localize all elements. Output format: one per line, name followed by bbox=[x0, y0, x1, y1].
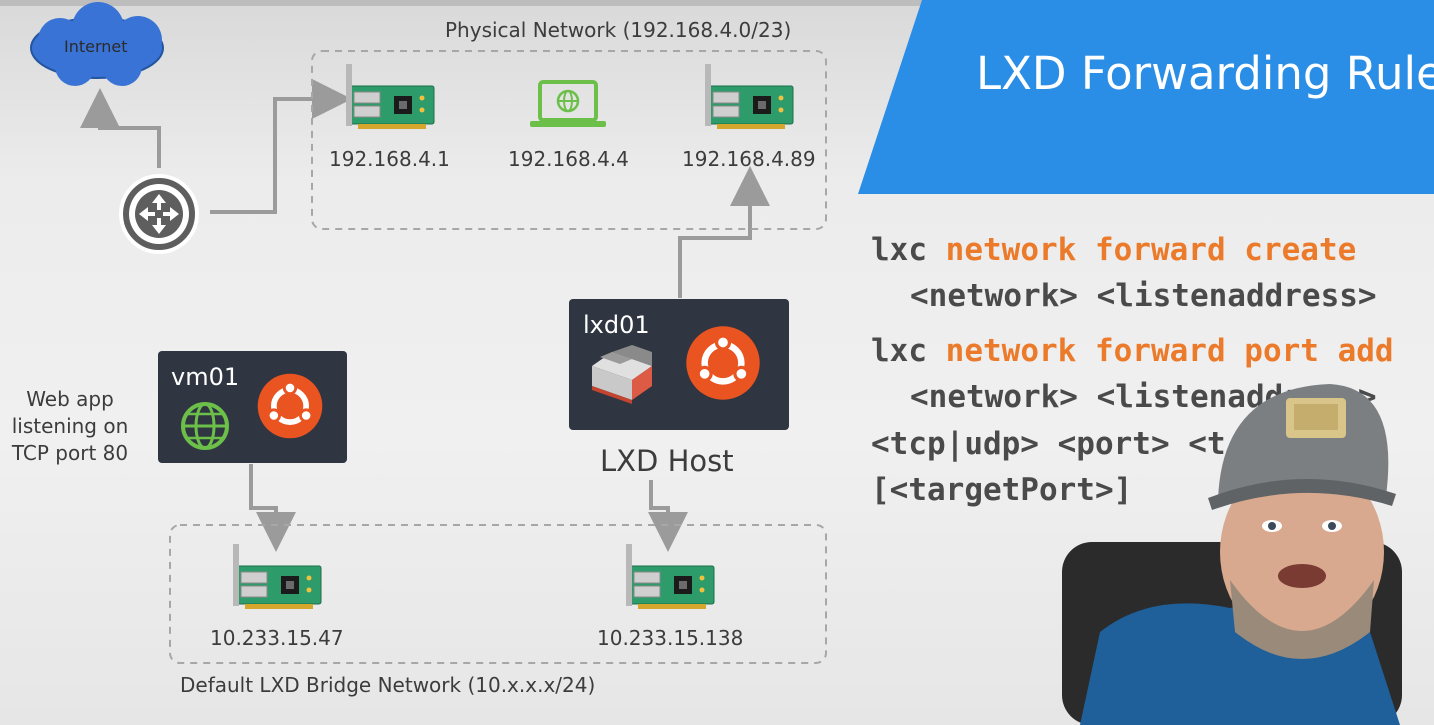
network-card-icon bbox=[345, 63, 435, 130]
command-args: [<targetPort>] bbox=[871, 472, 1133, 508]
command-line: lxc network forward port add bbox=[871, 333, 1394, 369]
web-app-line: TCP port 80 bbox=[11, 441, 129, 465]
internet-cloud-icon bbox=[30, 2, 164, 86]
command-prefix: lxc bbox=[871, 232, 927, 268]
command-keywords: network forward port add bbox=[945, 333, 1394, 369]
bridge-network-box bbox=[169, 524, 827, 664]
web-app-line: Web app bbox=[26, 387, 114, 411]
web-app-note: Web app listening on TCP port 80 bbox=[6, 386, 134, 467]
ip-label: 192.168.4.4 bbox=[508, 147, 629, 171]
command-args: <tcp|udp> <port> <t bbox=[871, 426, 1226, 462]
command-prefix: lxc bbox=[871, 333, 927, 369]
network-card-icon bbox=[704, 63, 794, 130]
command-keywords: network forward create bbox=[945, 232, 1357, 268]
lxd-host-caption: LXD Host bbox=[600, 444, 734, 478]
ip-label: 192.168.4.89 bbox=[682, 147, 816, 171]
ip-label: 10.233.15.138 bbox=[597, 626, 744, 650]
bridge-network-title: Default LXD Bridge Network (10.x.x.x/24) bbox=[180, 673, 596, 697]
title-banner bbox=[858, 0, 1434, 194]
connector-lines bbox=[80, 79, 770, 552]
vm01-title: vm01 bbox=[171, 363, 240, 391]
ubuntu-icon bbox=[258, 374, 323, 439]
lxd01-title: lxd01 bbox=[583, 311, 650, 339]
router-icon bbox=[119, 174, 199, 254]
command-line: lxc network forward create bbox=[871, 232, 1356, 268]
presenter-video-overlay bbox=[1062, 384, 1402, 725]
network-card-icon bbox=[232, 543, 322, 610]
globe-icon bbox=[181, 402, 229, 450]
slide-title: LXD Forwarding Rule bbox=[976, 47, 1434, 100]
physical-network-title: Physical Network (192.168.4.0/23) bbox=[445, 18, 792, 42]
laptop-globe-icon bbox=[530, 80, 606, 127]
lxd-cube-icon bbox=[592, 345, 652, 404]
ip-label: 10.233.15.47 bbox=[210, 626, 344, 650]
internet-label: Internet bbox=[64, 37, 128, 56]
command-args: <network> <listenaddress> bbox=[910, 278, 1377, 314]
video-title-strip bbox=[0, 0, 1434, 6]
ubuntu-icon bbox=[686, 326, 759, 399]
physical-network-box bbox=[311, 50, 827, 230]
web-app-line: listening on bbox=[11, 414, 129, 438]
network-card-icon bbox=[625, 543, 715, 610]
ip-label: 192.168.4.1 bbox=[329, 147, 450, 171]
